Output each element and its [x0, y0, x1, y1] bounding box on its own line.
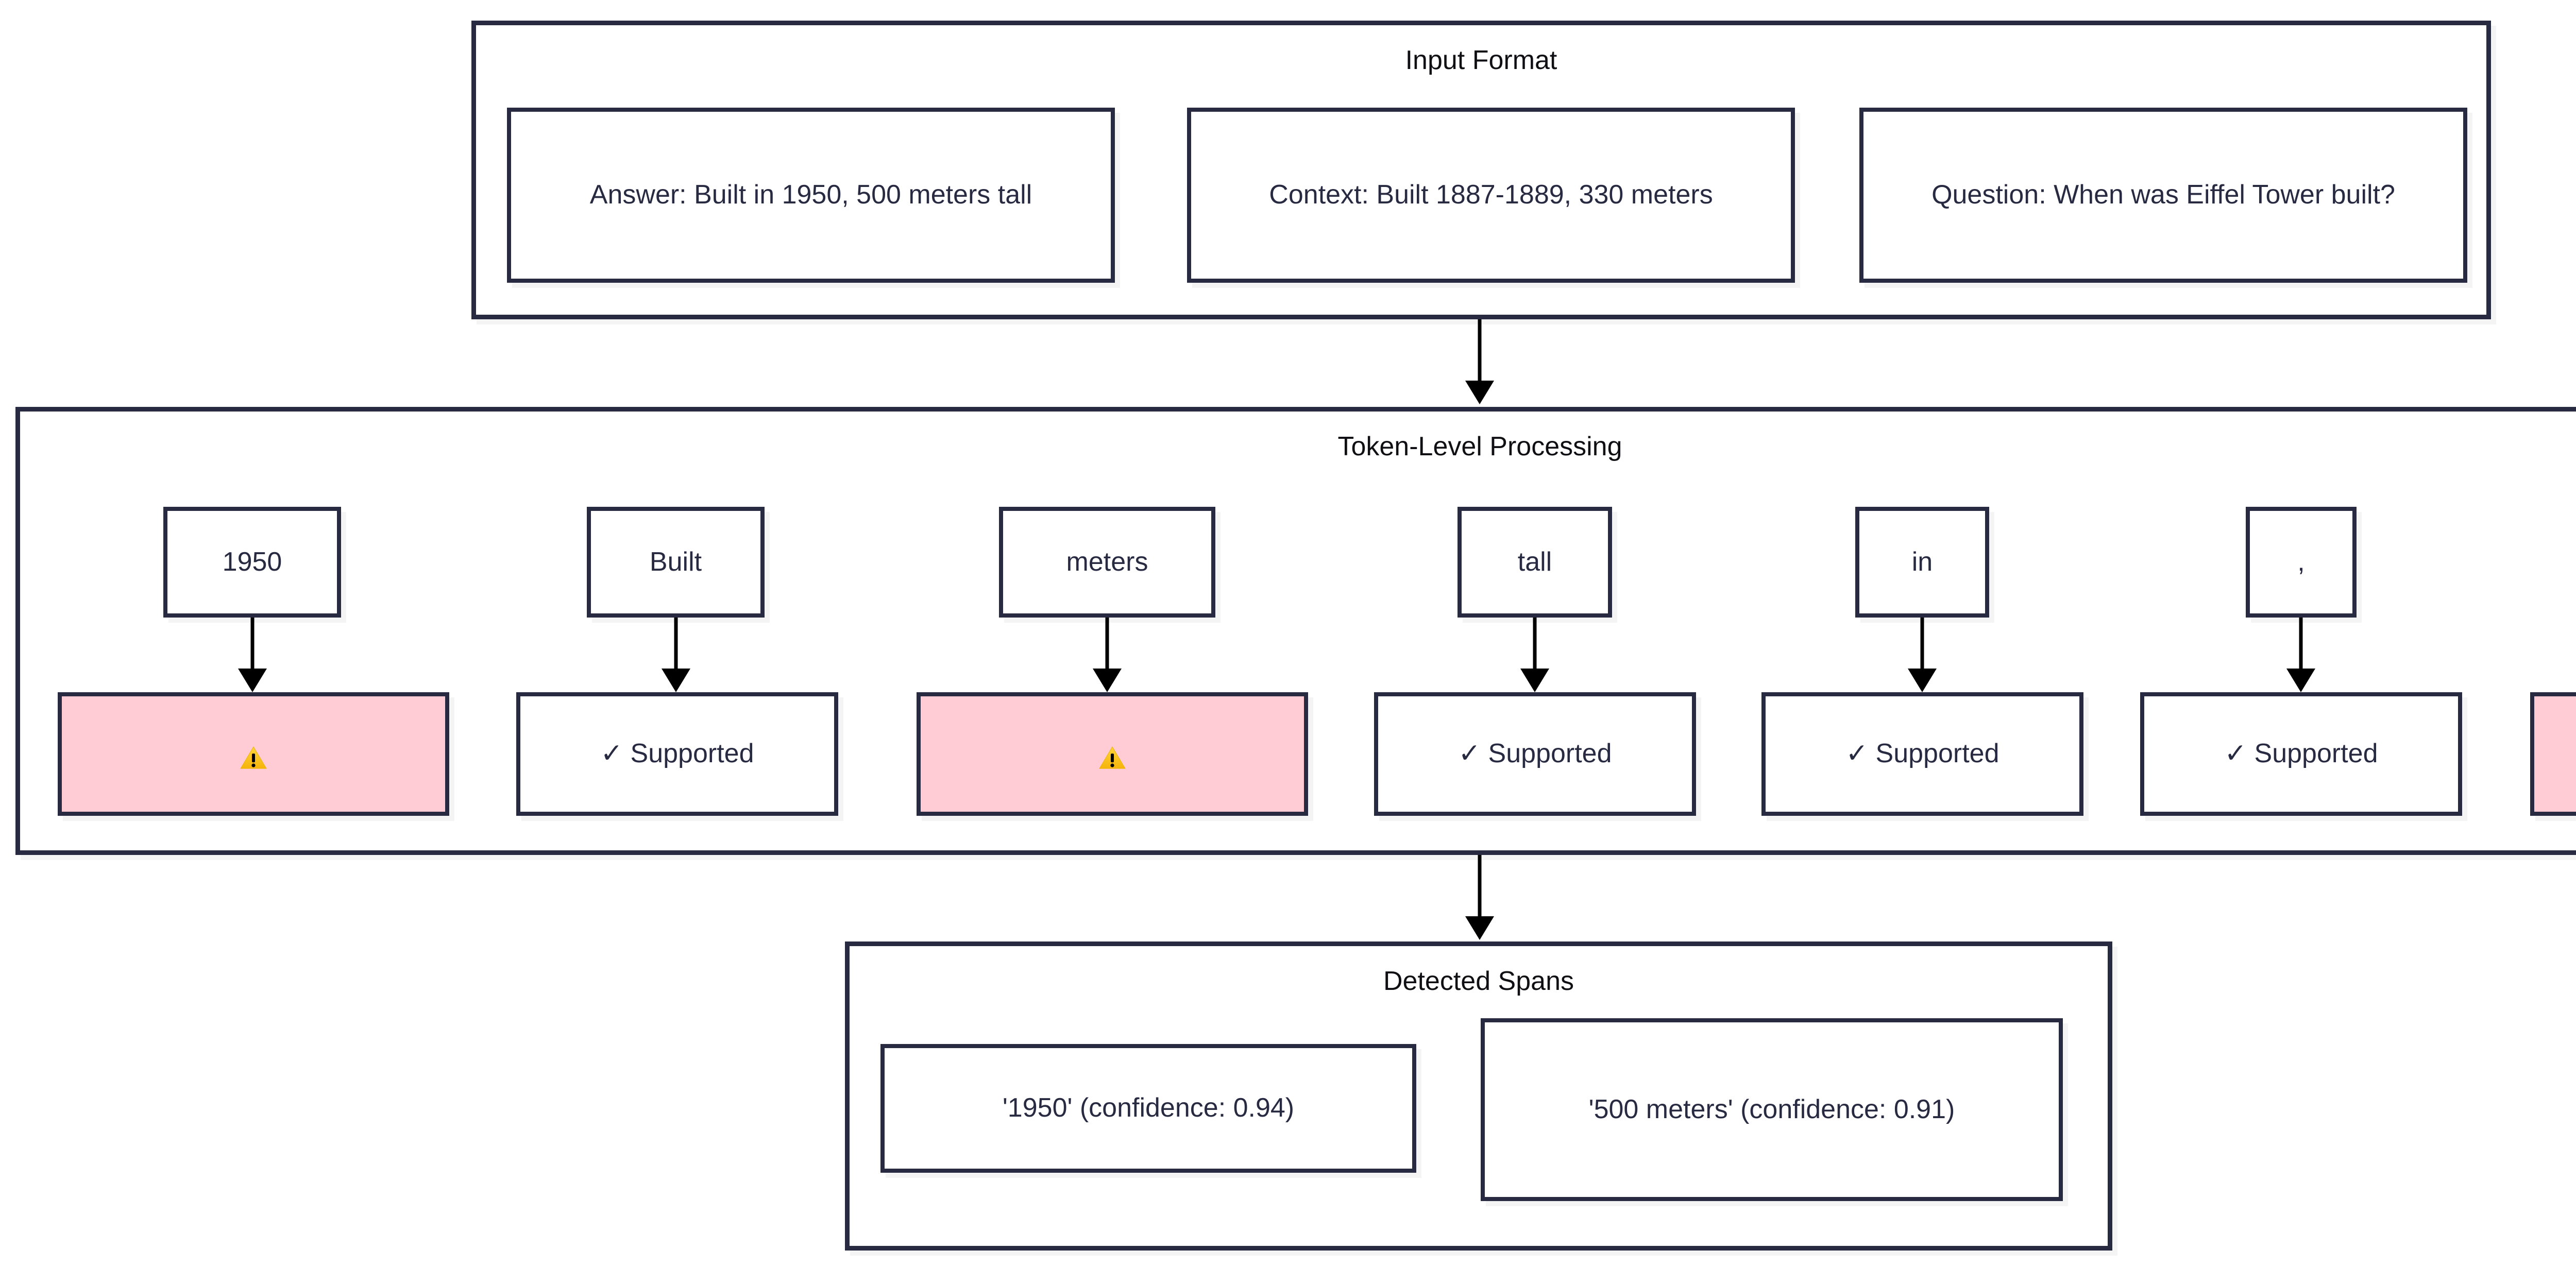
- token-box[interactable]: ,: [2246, 507, 2357, 618]
- token-processing-group: Token-Level Processing 1950 Built meters…: [15, 407, 2576, 855]
- input-context-node[interactable]: Context: Built 1887-1889, 330 meters: [1187, 108, 1795, 283]
- detected-spans-title: Detected Spans: [1383, 966, 1574, 996]
- status-label: ✓ Supported: [1458, 739, 1612, 769]
- arrow-head: [2286, 669, 2315, 692]
- token-label: meters: [1066, 546, 1148, 577]
- token-label: tall: [1517, 546, 1552, 577]
- status-box-supported[interactable]: ✓ Supported: [1761, 692, 2083, 816]
- arrow-shaft: [674, 618, 678, 669]
- arrow-token-to-status: [1092, 618, 1123, 692]
- arrow-shaft: [1920, 618, 1924, 669]
- input-format-group: Input Format Answer: Built in 1950, 500 …: [471, 21, 2491, 319]
- arrow-token-to-status: [1519, 618, 1550, 692]
- token-box[interactable]: tall: [1458, 507, 1612, 618]
- input-question-label: Question: When was Eiffel Tower built?: [1931, 180, 2395, 210]
- status-box-flagged[interactable]: [58, 692, 449, 816]
- arrow-head: [1465, 916, 1494, 940]
- arrow-shaft: [1478, 319, 1482, 382]
- status-box-flagged[interactable]: [917, 692, 1308, 816]
- arrow-input-to-tokens: [1464, 319, 1495, 404]
- status-box-supported[interactable]: ✓ Supported: [516, 692, 838, 816]
- token-processing-title: Token-Level Processing: [1337, 432, 1622, 461]
- detected-span-node[interactable]: '1950' (confidence: 0.94): [880, 1044, 1416, 1173]
- arrow-shaft: [250, 618, 255, 669]
- arrow-head: [238, 669, 267, 692]
- detected-span-label: '1950' (confidence: 0.94): [1002, 1093, 1295, 1123]
- arrow-shaft: [1533, 618, 1537, 669]
- warning-triangle-icon: [240, 743, 267, 769]
- arrow-head: [1520, 669, 1549, 692]
- arrow-shaft: [1105, 618, 1109, 669]
- arrow-token-to-status: [1907, 618, 1938, 692]
- detected-spans-group: Detected Spans '1950' (confidence: 0.94)…: [845, 941, 2112, 1251]
- status-label: [2534, 735, 2576, 773]
- token-box[interactable]: meters: [999, 507, 1215, 618]
- arrow-tokens-to-spans: [1464, 855, 1495, 940]
- input-context-label: Context: Built 1887-1889, 330 meters: [1269, 180, 1713, 210]
- input-format-title: Input Format: [1405, 45, 1557, 75]
- status-label: [921, 735, 1304, 773]
- arrow-token-to-status: [660, 618, 691, 692]
- arrow-head: [1465, 381, 1494, 404]
- detected-span-label: '500 meters' (confidence: 0.91): [1588, 1094, 1955, 1124]
- status-label: [62, 735, 445, 773]
- status-label: ✓ Supported: [1845, 739, 1999, 769]
- arrow-token-to-status: [2285, 618, 2316, 692]
- token-box[interactable]: Built: [587, 507, 765, 618]
- token-label: Built: [649, 546, 702, 577]
- status-box-flagged[interactable]: [2530, 692, 2576, 816]
- token-box[interactable]: 1950: [163, 507, 341, 618]
- arrow-token-to-status: [237, 618, 268, 692]
- arrow-head: [1908, 669, 1937, 692]
- token-label: 1950: [222, 546, 282, 577]
- status-label: ✓ Supported: [600, 739, 754, 769]
- token-label: in: [1911, 546, 1933, 577]
- arrow-shaft: [1478, 855, 1482, 918]
- detected-span-node[interactable]: '500 meters' (confidence: 0.91): [1481, 1018, 2063, 1201]
- arrow-head: [662, 669, 690, 692]
- status-box-supported[interactable]: ✓ Supported: [1374, 692, 1696, 816]
- warning-triangle-icon: [1098, 743, 1126, 769]
- status-label: ✓ Supported: [2224, 739, 2378, 769]
- token-label: ,: [2297, 546, 2305, 577]
- status-box-supported[interactable]: ✓ Supported: [2140, 692, 2462, 816]
- token-box[interactable]: in: [1855, 507, 1989, 618]
- arrow-shaft: [2299, 618, 2303, 669]
- input-answer-label: Answer: Built in 1950, 500 meters tall: [589, 180, 1032, 210]
- input-question-node[interactable]: Question: When was Eiffel Tower built?: [1859, 108, 2467, 283]
- input-answer-node[interactable]: Answer: Built in 1950, 500 meters tall: [507, 108, 1115, 283]
- arrow-head: [1093, 669, 1122, 692]
